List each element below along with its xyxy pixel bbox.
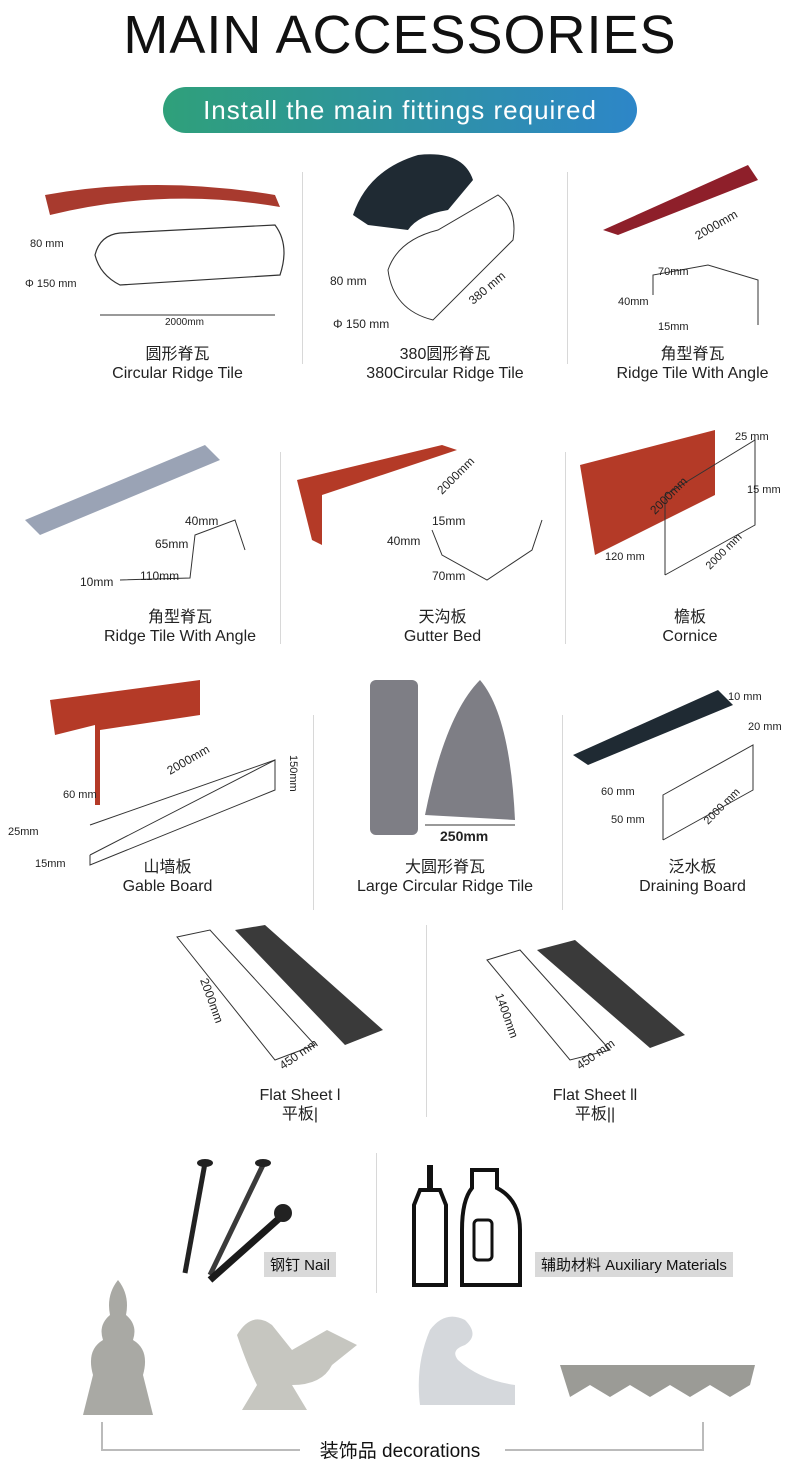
draining-board-illustration: 10 mm 20 mm 60 mm 50 mm 2000 mm xyxy=(573,690,782,841)
caption: 檐板 Cornice xyxy=(610,608,770,646)
decoration-ridge-icon xyxy=(560,1365,755,1397)
decoration-bird-icon xyxy=(237,1319,357,1410)
dim-label: 150mm xyxy=(287,755,299,792)
circular-ridge-tile-illustration: 80 mm Φ 150 mm 2000mm xyxy=(25,185,285,328)
caption-en: Gutter Bed xyxy=(403,628,482,645)
dim-label: 450 mm xyxy=(574,1036,618,1072)
caption-en: Cornice xyxy=(662,628,718,645)
caption: 角型脊瓦 Ridge Tile With Angle xyxy=(600,345,785,383)
ridge-tile-angle-2-illustration: 40mm 65mm 10mm 110mm xyxy=(25,445,246,589)
dim-label: 40mm xyxy=(185,514,218,528)
caption-en: Gable Board xyxy=(122,878,213,895)
gable-board-illustration: 2000mm 150mm 60 mm 25mm 15mm xyxy=(8,680,299,870)
dim-label: 2000mm xyxy=(434,454,477,497)
dim-label: Φ 150 mm xyxy=(333,317,389,331)
dim-label: 15 mm xyxy=(747,484,781,496)
caption-en: Flat Sheet l xyxy=(259,1087,341,1104)
dim-label: 10 mm xyxy=(728,691,762,703)
dim-label: 70mm xyxy=(432,569,465,583)
caption: 大圆形脊瓦 Large Circular Ridge Tile xyxy=(345,858,545,896)
caption: 山墙板 Gable Board xyxy=(100,858,235,896)
dim-label: 70mm xyxy=(658,266,689,278)
caption-cn: 角型脊瓦 xyxy=(660,346,725,363)
caption: Flat Sheet l 平板| xyxy=(235,1086,365,1124)
flat-sheet-1-illustration: 2000mm 450 mm xyxy=(176,925,383,1072)
dim-label: 15mm xyxy=(432,514,465,528)
decoration-finial-icon xyxy=(83,1280,153,1415)
dim-label: 15mm xyxy=(35,858,66,870)
caption-cn: 平板| xyxy=(281,1106,319,1123)
dim-label: 380 mm xyxy=(466,269,508,308)
dim-label: 450 mm xyxy=(277,1036,321,1072)
gutter-bed-illustration: 2000mm 15mm 40mm 70mm xyxy=(297,445,543,583)
nail-label: 钢钉 Nail xyxy=(264,1252,337,1277)
decorations-bracket xyxy=(101,1422,704,1451)
dim-label: 2000mm xyxy=(165,317,204,328)
dim-label: 80 mm xyxy=(330,274,367,288)
large-circular-ridge-tile-illustration: 250mm xyxy=(370,680,515,844)
dim-label: 15mm xyxy=(658,321,689,333)
caption: Flat Sheet ll 平板|| xyxy=(530,1086,660,1124)
dim-label: 10mm xyxy=(80,575,113,589)
caption-cn: 角型脊瓦 xyxy=(147,609,212,626)
dim-label: 40mm xyxy=(387,534,420,548)
380-circular-ridge-tile-illustration: 80 mm Φ 150 mm 380 mm xyxy=(330,154,515,331)
caption-en: Circular Ridge Tile xyxy=(112,365,243,382)
caption-cn: 平板|| xyxy=(574,1106,616,1123)
dim-label: 2000mm xyxy=(165,742,212,777)
caption-en: Large Circular Ridge Tile xyxy=(356,878,534,895)
caption: 天沟板 Gutter Bed xyxy=(355,608,530,646)
dim-label: 25 mm xyxy=(735,431,769,443)
auxiliary-materials-label: 辅助材料 Auxiliary Materials xyxy=(535,1252,733,1277)
dim-label: 80 mm xyxy=(30,238,64,250)
dim-label: 2000mm xyxy=(197,976,226,1025)
caption-en: Ridge Tile With Angle xyxy=(616,365,769,382)
caption-cn: 天沟板 xyxy=(418,609,467,626)
decorations-label: 装饰品 decorations xyxy=(319,1441,481,1462)
page-title: MAIN ACCESSORIES xyxy=(123,5,677,65)
ridge-tile-angle-illustration: 2000mm 70mm 40mm 15mm xyxy=(603,165,759,333)
auxiliary-materials-icon xyxy=(412,1165,522,1287)
dim-label: 20 mm xyxy=(748,721,782,733)
caption-en: Ridge Tile With Angle xyxy=(103,628,257,645)
caption-en: 380Circular Ridge Tile xyxy=(366,365,524,382)
dim-label: 120 mm xyxy=(605,551,645,563)
caption-en: Draining Board xyxy=(639,878,746,895)
dim-label: 50 mm xyxy=(611,814,645,826)
caption-cn: 山墙板 xyxy=(143,859,192,876)
dim-label: Φ 150 mm xyxy=(25,278,77,290)
caption: 角型脊瓦 Ridge Tile With Angle xyxy=(90,608,270,646)
dim-label: 60 mm xyxy=(63,789,97,801)
dim-label: 25mm xyxy=(8,826,39,838)
caption-cn: 大圆形脊瓦 xyxy=(404,859,485,876)
caption-cn: 泛水板 xyxy=(668,859,717,876)
cornice-illustration: 25 mm 2000mm 15 mm 120 mm 2000 mm xyxy=(580,430,781,576)
dim-label: 1400mm xyxy=(492,991,521,1040)
caption-cn: 380圆形脊瓦 xyxy=(399,346,491,363)
dim-label: 2000 mm xyxy=(704,531,745,572)
nail-icon xyxy=(182,1159,292,1283)
dim-label: 2000 mm xyxy=(702,786,743,827)
caption-en: Flat Sheet ll xyxy=(552,1087,638,1104)
caption: 380圆形脊瓦 380Circular Ridge Tile xyxy=(355,345,535,383)
caption-cn: 檐板 xyxy=(673,609,706,626)
dim-label: 65mm xyxy=(155,537,188,551)
decoration-curl-icon xyxy=(418,1316,515,1405)
dim-label: 110mm xyxy=(140,569,179,583)
dim-label: 250mm xyxy=(440,828,488,844)
caption-cn: 圆形脊瓦 xyxy=(145,346,210,363)
caption: 泛水板 Draining Board xyxy=(615,858,770,896)
caption: 圆形脊瓦 Circular Ridge Tile xyxy=(90,345,265,383)
dim-label: 2000mm xyxy=(693,207,740,242)
dim-label: 60 mm xyxy=(601,786,635,798)
banner: Install the main fittings required xyxy=(163,87,637,133)
flat-sheet-2-illustration: 1400mm 450 mm xyxy=(486,940,685,1072)
dim-label: 40mm xyxy=(618,296,649,308)
